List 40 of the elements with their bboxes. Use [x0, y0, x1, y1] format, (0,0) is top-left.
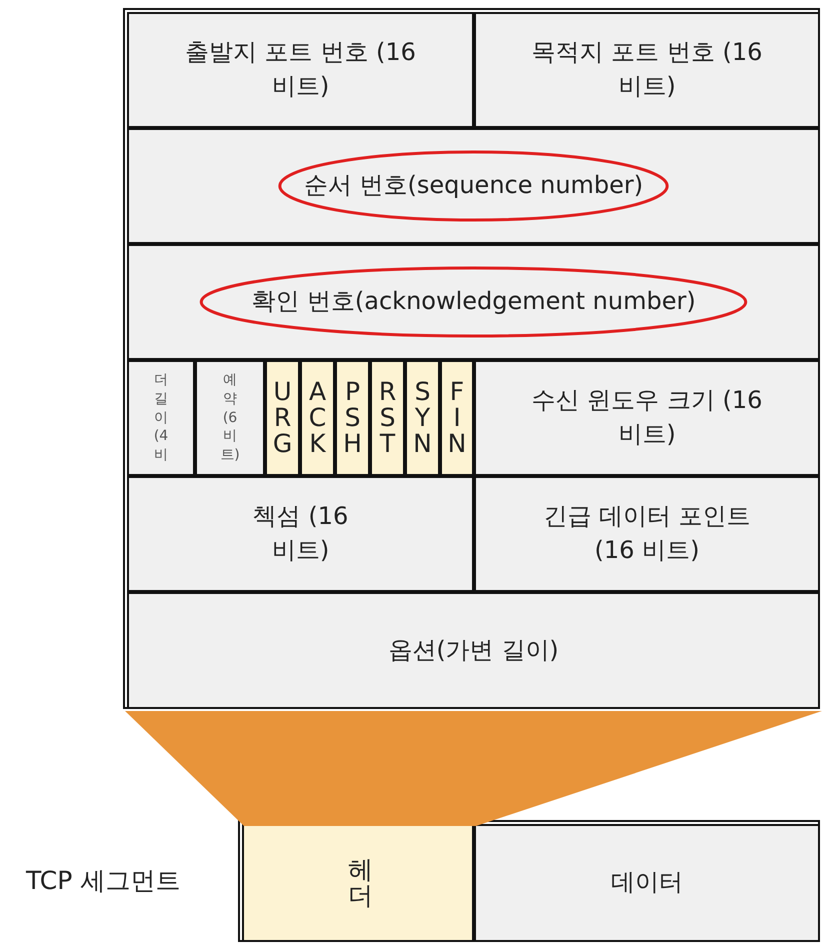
- field-label: 데이터: [611, 867, 683, 898]
- field-label: 예약 (6 비트): [219, 370, 241, 466]
- flag-cell: [405, 360, 440, 476]
- field-label: FIN: [447, 378, 467, 458]
- field-label: 더 길이 (4 비: [152, 370, 170, 466]
- field-label: PSH: [342, 378, 362, 458]
- flag-cell: [440, 360, 474, 476]
- field-label: 확인 번호(acknowledgement number): [251, 286, 696, 318]
- field-label: 헤더: [348, 856, 368, 910]
- field-label: ACK: [308, 378, 328, 458]
- flag-cell: [370, 360, 405, 476]
- flag-cell: [265, 360, 300, 476]
- field-cell: [127, 128, 820, 244]
- field-label: 출발지 포트 번호 (16 비트): [184, 37, 417, 102]
- field-label: 옵션(가변 길이): [388, 634, 559, 666]
- field-label: 순서 번호(sequence number): [304, 170, 644, 202]
- field-label: 목적지 포트 번호 (16 비트): [530, 37, 764, 102]
- flag-cell: [300, 360, 335, 476]
- flag-cell: [335, 360, 370, 476]
- field-label: 수신 윈도우 크기 (16 비트): [530, 385, 764, 450]
- field-cell: [474, 360, 820, 476]
- field-cell: [127, 592, 820, 709]
- field-cell: [195, 360, 265, 476]
- field-cell: [127, 12, 474, 128]
- field-cell: [474, 12, 820, 128]
- field-label: 첵섬 (16 비트): [252, 501, 350, 566]
- segment-bar: [238, 820, 820, 942]
- field-cell: [474, 824, 820, 942]
- field-label: 긴급 데이터 포인트 (16 비트): [542, 501, 752, 566]
- header-table: [123, 8, 820, 709]
- field-cell: [127, 244, 820, 360]
- zoom-connector: [125, 711, 822, 826]
- field-cell: [127, 360, 195, 476]
- field-label: SYN: [412, 378, 432, 458]
- field-cell: [127, 476, 474, 592]
- segment-caption: TCP 세그먼트: [26, 865, 180, 897]
- field-cell: [474, 476, 820, 592]
- field-label: RST: [378, 378, 398, 458]
- field-label: URG: [272, 378, 292, 458]
- field-cell: [242, 824, 474, 942]
